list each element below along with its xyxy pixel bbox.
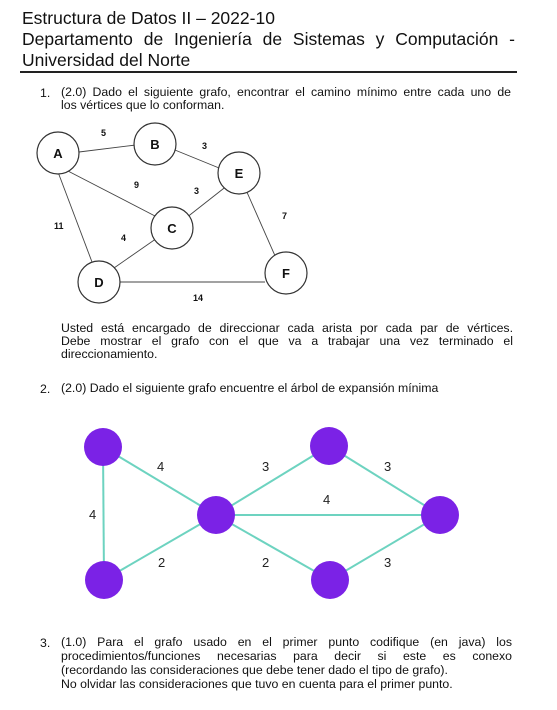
q2-weight-top-right-to-right: 3: [384, 459, 391, 474]
q2-weight-top-left-to-bottom-left: 4: [89, 507, 96, 522]
q2-weight-center-to-bottom-right: 2: [262, 555, 269, 570]
q1-instruction-line2: Debe mostrar el grafo con el que va a tr…: [61, 334, 513, 348]
q1-node-e-label: E: [235, 166, 244, 181]
q1-weight-b-e: 3: [202, 141, 207, 151]
q1-instruction-line3: direccionamiento.: [61, 347, 158, 361]
q1-node-a: [36, 131, 80, 175]
q2-node-top-left: [84, 428, 122, 466]
q1-edge-e-f: [245, 189, 277, 259]
q3-statement-line2: procedimientos/funciones necesarias para…: [61, 649, 512, 663]
q2-weight-center-to-right: 4: [323, 492, 330, 507]
q3-number: 3.: [40, 636, 51, 650]
q2-edge-bottom-right-to-right: [329, 514, 441, 581]
q1-node-b-label: B: [150, 137, 159, 152]
q2-edge-center-to-top-right: [215, 445, 330, 516]
q1-node-b: [133, 122, 177, 166]
q2-number: 2.: [40, 382, 51, 396]
q2-weight-bottom-right-to-right: 3: [384, 555, 391, 570]
q1-statement-line1: (2.0) Dado el siguiente grafo, encontrar…: [61, 85, 511, 99]
q2-edge-top-left-to-bottom-left: [102, 446, 105, 581]
q1-edge-c-d: [113, 235, 161, 269]
q2-edge-bottom-left-to-center: [103, 514, 217, 581]
q3-statement-line3: (recordando las consideraciones que debe…: [61, 663, 448, 677]
q1-statement-line2: los vértices que lo conforman.: [61, 98, 225, 112]
header-divider: [20, 71, 517, 73]
q1-weight-e-f: 7: [282, 211, 287, 221]
q2-statement: (2.0) Dado el siguiente grafo encuentre …: [61, 381, 439, 395]
q1-node-c: [150, 206, 194, 250]
q1-weight-c-e: 3: [194, 186, 199, 196]
q1-node-d-label: D: [94, 275, 103, 290]
q1-number: 1.: [40, 86, 51, 100]
university-name: Universidad del Norte: [22, 50, 191, 70]
q2-edge-top-right-to-right: [328, 445, 441, 516]
q1-node-f: [264, 251, 308, 295]
q1-edge-b-e: [169, 147, 225, 171]
department-name: Departamento de Ingeniería de Sistemas y…: [22, 29, 515, 49]
q2-node-top-right: [310, 427, 348, 465]
q1-node-e: [217, 151, 261, 195]
q1-weight-c-d: 4: [121, 233, 126, 243]
q1-node-d: [77, 260, 121, 304]
q1-weight-a-d: 11: [54, 221, 64, 231]
q1-weight-a-b: 5: [101, 128, 106, 138]
q2-weight-top-left-to-center: 4: [157, 459, 164, 474]
q1-node-f-label: F: [282, 266, 290, 281]
q1-node-c-label: C: [167, 221, 177, 236]
q1-node-a-label: A: [53, 146, 63, 161]
q2-edge-center-to-bottom-right: [215, 514, 331, 581]
q2-weight-center-to-top-right: 3: [262, 459, 269, 474]
q3-statement-line4: No olvidar las consideraciones que tuvo …: [61, 677, 453, 691]
q2-weight-bottom-left-to-center: 2: [158, 555, 165, 570]
q2-edge-top-left-to-center: [102, 446, 217, 516]
q3-statement-line1: (1.0) Para el grafo usado en el primer p…: [61, 635, 512, 649]
q2-node-center: [197, 496, 235, 534]
q2-node-right: [421, 496, 459, 534]
q1-weight-d-f: 14: [193, 293, 203, 303]
q1-edge-a-d: [57, 171, 93, 263]
q1-edge-a-c: [65, 169, 156, 217]
q1-instruction-line1: Usted está encargado de direccionar cada…: [61, 321, 513, 335]
q2-node-bottom-left: [85, 561, 123, 599]
q2-node-bottom-right: [311, 561, 349, 599]
q1-edge-c-e: [185, 184, 229, 219]
course-title: Estructura de Datos II – 2022-10: [22, 8, 275, 28]
q1-weight-a-c: 9: [134, 180, 139, 190]
q1-edge-a-b: [78, 144, 137, 153]
